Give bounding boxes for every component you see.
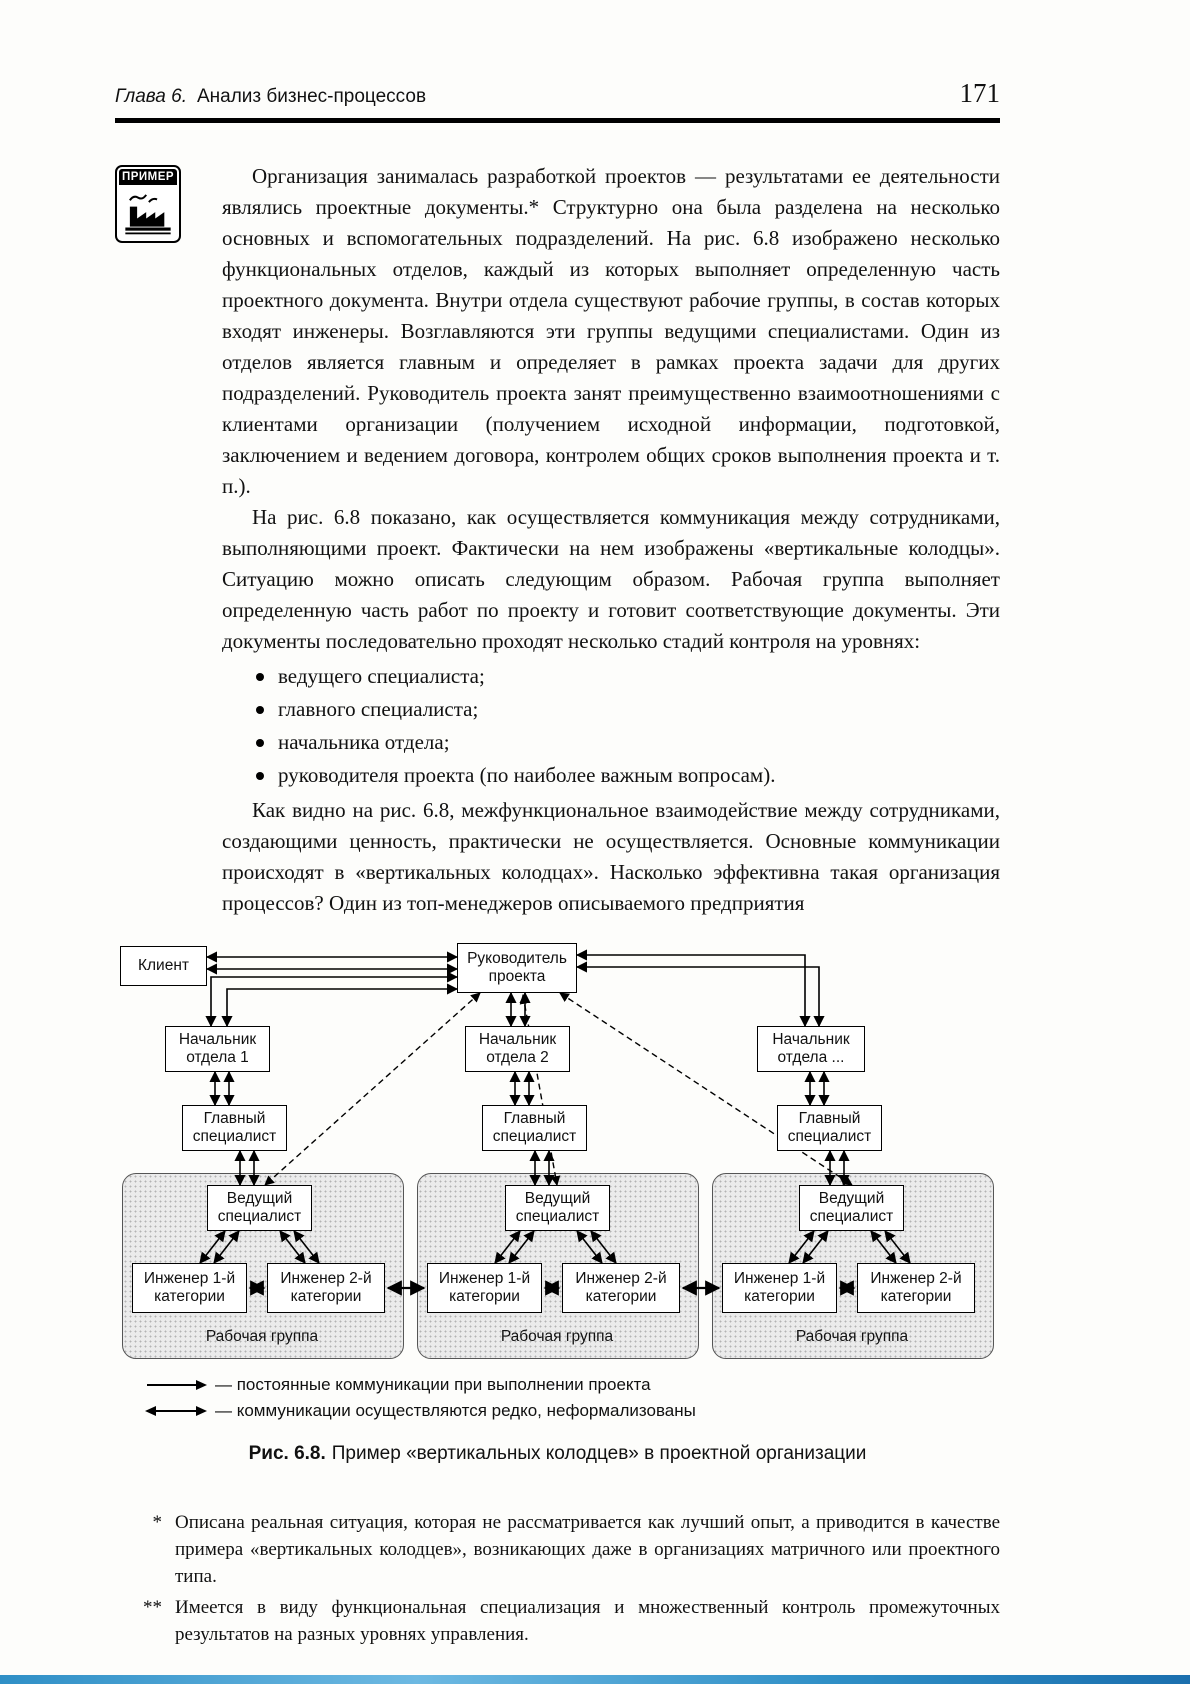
footnotes: * Описана реальная ситуация, которая не …: [115, 1509, 1000, 1648]
page-header: Глава 6. Анализ бизнес-процессов 171: [115, 78, 1000, 123]
page-bottom-edge: [0, 1675, 1190, 1684]
work-group-label-1: Рабочая группа: [205, 1328, 319, 1345]
body-text: Организация занималась разработкой проек…: [222, 161, 1000, 919]
chapter-label: Глава 6.: [115, 86, 187, 107]
factory-icon: [125, 194, 171, 235]
box-dept-head-1: Начальник отдела 1: [165, 1026, 270, 1072]
legend-item-rare: — коммуникации осуществляются редко, неф…: [145, 1401, 1000, 1421]
diagram-canvas: Клиент Руководитель проекта Начальник от…: [115, 943, 1000, 1363]
box-engineer-3-cat1: Инженер 1-й категории: [722, 1263, 837, 1313]
legend-text: — коммуникации осуществляются редко, неф…: [215, 1401, 696, 1420]
footnote-marker: **: [143, 1597, 162, 1618]
figure-caption-label: Рис. 6.8.: [248, 1443, 326, 1464]
running-head: Глава 6. Анализ бизнес-процессов 171: [115, 78, 1000, 109]
paragraph: Как видно на рис. 6.8, межфункциональное…: [222, 798, 1000, 915]
chapter-title: Анализ бизнес-процессов: [196, 86, 427, 107]
footnote-text: Имеется в виду функциональная специализа…: [175, 1597, 1000, 1645]
box-lead-specialist-2: Ведущий специалист: [505, 1185, 610, 1231]
box-engineer-1-cat2: Инженер 2-й категории: [267, 1263, 385, 1313]
list-item: руководителя проекта (по наиболее важным…: [256, 759, 1000, 792]
figure-caption: Рис. 6.8.Пример «вертикальных колодцев» …: [115, 1443, 1000, 1465]
box-chief-specialist-3: Главный специалист: [777, 1105, 882, 1151]
header-rule: [115, 118, 1000, 123]
paragraph: На рис. 6.8 показано, как осуществляется…: [222, 505, 1000, 653]
work-group-label-3: Рабочая группа: [795, 1328, 909, 1345]
list-item: главного специалиста;: [256, 693, 1000, 726]
double-arrow-icon: [145, 1406, 207, 1416]
solid-arrow-icon: [147, 1380, 207, 1390]
footnote: ** Имеется в виду функциональная специал…: [115, 1594, 1000, 1648]
footnote-marker: *: [152, 1512, 163, 1533]
example-badge: ПРИМЕР: [115, 165, 181, 243]
diagram-legend: — постоянные коммуникации при выполнении…: [145, 1375, 1000, 1421]
footnote-text: Описана реальная ситуация, которая не ра…: [175, 1512, 1000, 1587]
control-levels-list: ведущего специалиста; главного специалис…: [222, 660, 1000, 792]
box-dept-head-2: Начальник отдела 2: [465, 1026, 570, 1072]
example-badge-label: ПРИМЕР: [119, 169, 177, 185]
box-engineer-3-cat2: Инженер 2-й категории: [857, 1263, 975, 1313]
work-group-label-2: Рабочая группа: [500, 1328, 614, 1345]
figure-caption-text: Пример «вертикальных колодцев» в проектн…: [331, 1443, 867, 1464]
footnote: * Описана реальная ситуация, которая не …: [115, 1509, 1001, 1590]
box-project-manager: Руководитель проекта: [457, 943, 577, 993]
box-chief-specialist-1: Главный специалист: [182, 1105, 287, 1151]
page-number: 171: [959, 78, 1001, 108]
paragraph: Организация занималась разработкой проек…: [222, 164, 1000, 498]
box-engineer-2-cat2: Инженер 2-й категории: [562, 1263, 680, 1313]
figure-vertical-wells: Клиент Руководитель проекта Начальник от…: [115, 943, 1000, 1465]
box-chief-specialist-2: Главный специалист: [482, 1105, 587, 1151]
box-engineer-1-cat1: Инженер 1-й категории: [132, 1263, 247, 1313]
box-client: Клиент: [120, 946, 207, 986]
box-dept-head-3: Начальник отдела ...: [757, 1026, 865, 1072]
list-item: ведущего специалиста;: [256, 660, 1000, 693]
legend-item-solid: — постоянные коммуникации при выполнении…: [145, 1375, 1000, 1395]
box-engineer-2-cat1: Инженер 1-й категории: [427, 1263, 542, 1313]
legend-text: — постоянные коммуникации при выполнении…: [215, 1375, 651, 1394]
list-item: начальника отдела;: [256, 726, 1000, 759]
page-content: ПРИМЕР Организация занималась разработко…: [115, 161, 1000, 1648]
box-lead-specialist-1: Ведущий специалист: [207, 1185, 312, 1231]
box-lead-specialist-3: Ведущий специалист: [799, 1185, 904, 1231]
